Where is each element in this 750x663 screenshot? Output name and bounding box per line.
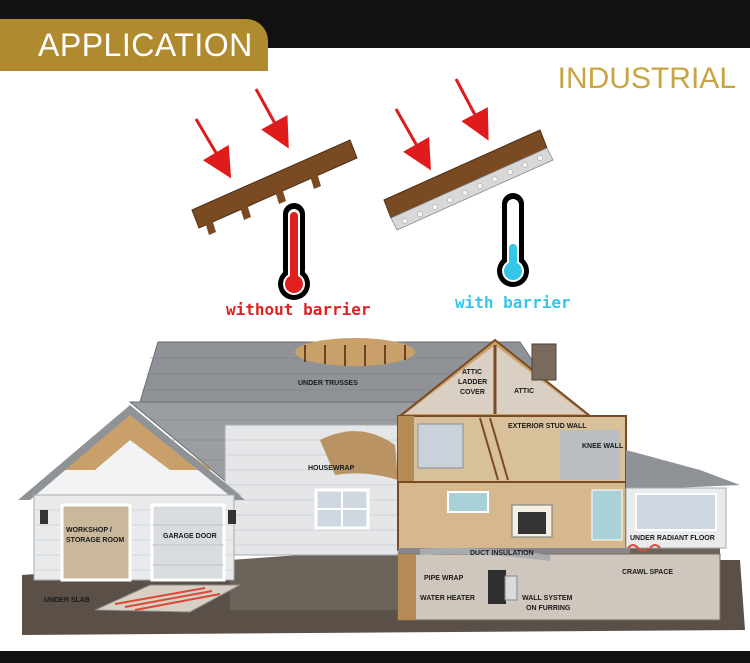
label-under-radiant-floor: UNDER RADIANT FLOOR	[630, 535, 715, 542]
bottom-bar	[0, 651, 750, 663]
thermometer-hot-icon	[278, 203, 310, 300]
label-duct-insulation: DUCT INSULATION	[470, 550, 534, 557]
label-exterior-stud-wall: EXTERIOR STUD WALL	[508, 423, 587, 430]
label-attic-ladder-1: ATTIC	[462, 369, 482, 376]
with-barrier-label: with barrier	[455, 293, 571, 312]
label-attic-ladder-2: LADDER	[458, 379, 487, 386]
label-under-trusses: UNDER TRUSSES	[298, 380, 358, 387]
application-tab-label: APPLICATION	[38, 27, 253, 63]
house-illustration: UNDER TRUSSES ATTIC LADDER COVER ATTIC E…	[18, 338, 745, 635]
heat-arrow-2	[254, 88, 289, 149]
label-workshop-2: STORAGE ROOM	[66, 537, 124, 544]
label-wall-system-1: WALL SYSTEM	[522, 595, 573, 602]
thermometer-cool-icon	[497, 193, 529, 287]
heat-arrow-1	[194, 118, 232, 179]
category-label: INDUSTRIAL	[557, 62, 736, 95]
label-under-slab: UNDER SLAB	[44, 597, 90, 604]
label-attic-ladder-3: COVER	[460, 389, 485, 396]
label-wall-system-2: ON FURRING	[526, 605, 571, 612]
without-barrier-label: without barrier	[226, 300, 371, 319]
label-pipe-wrap: PIPE WRAP	[424, 575, 464, 582]
roof-panel-with-barrier	[383, 129, 554, 231]
heat-arrow-3	[394, 108, 431, 171]
label-attic: ATTIC	[514, 388, 534, 395]
label-garage-door: GARAGE DOOR	[163, 533, 217, 540]
label-knee-wall: KNEE WALL	[582, 443, 624, 450]
label-housewrap: HOUSEWRAP	[308, 465, 355, 472]
application-tab: APPLICATION	[0, 19, 268, 71]
roof-panel-without-barrier	[191, 139, 358, 235]
label-crawl-space: CRAWL SPACE	[622, 569, 673, 576]
heat-arrow-4	[454, 78, 489, 141]
label-workshop-1: WORKSHOP /	[66, 527, 112, 534]
label-water-heater: WATER HEATER	[420, 595, 475, 602]
